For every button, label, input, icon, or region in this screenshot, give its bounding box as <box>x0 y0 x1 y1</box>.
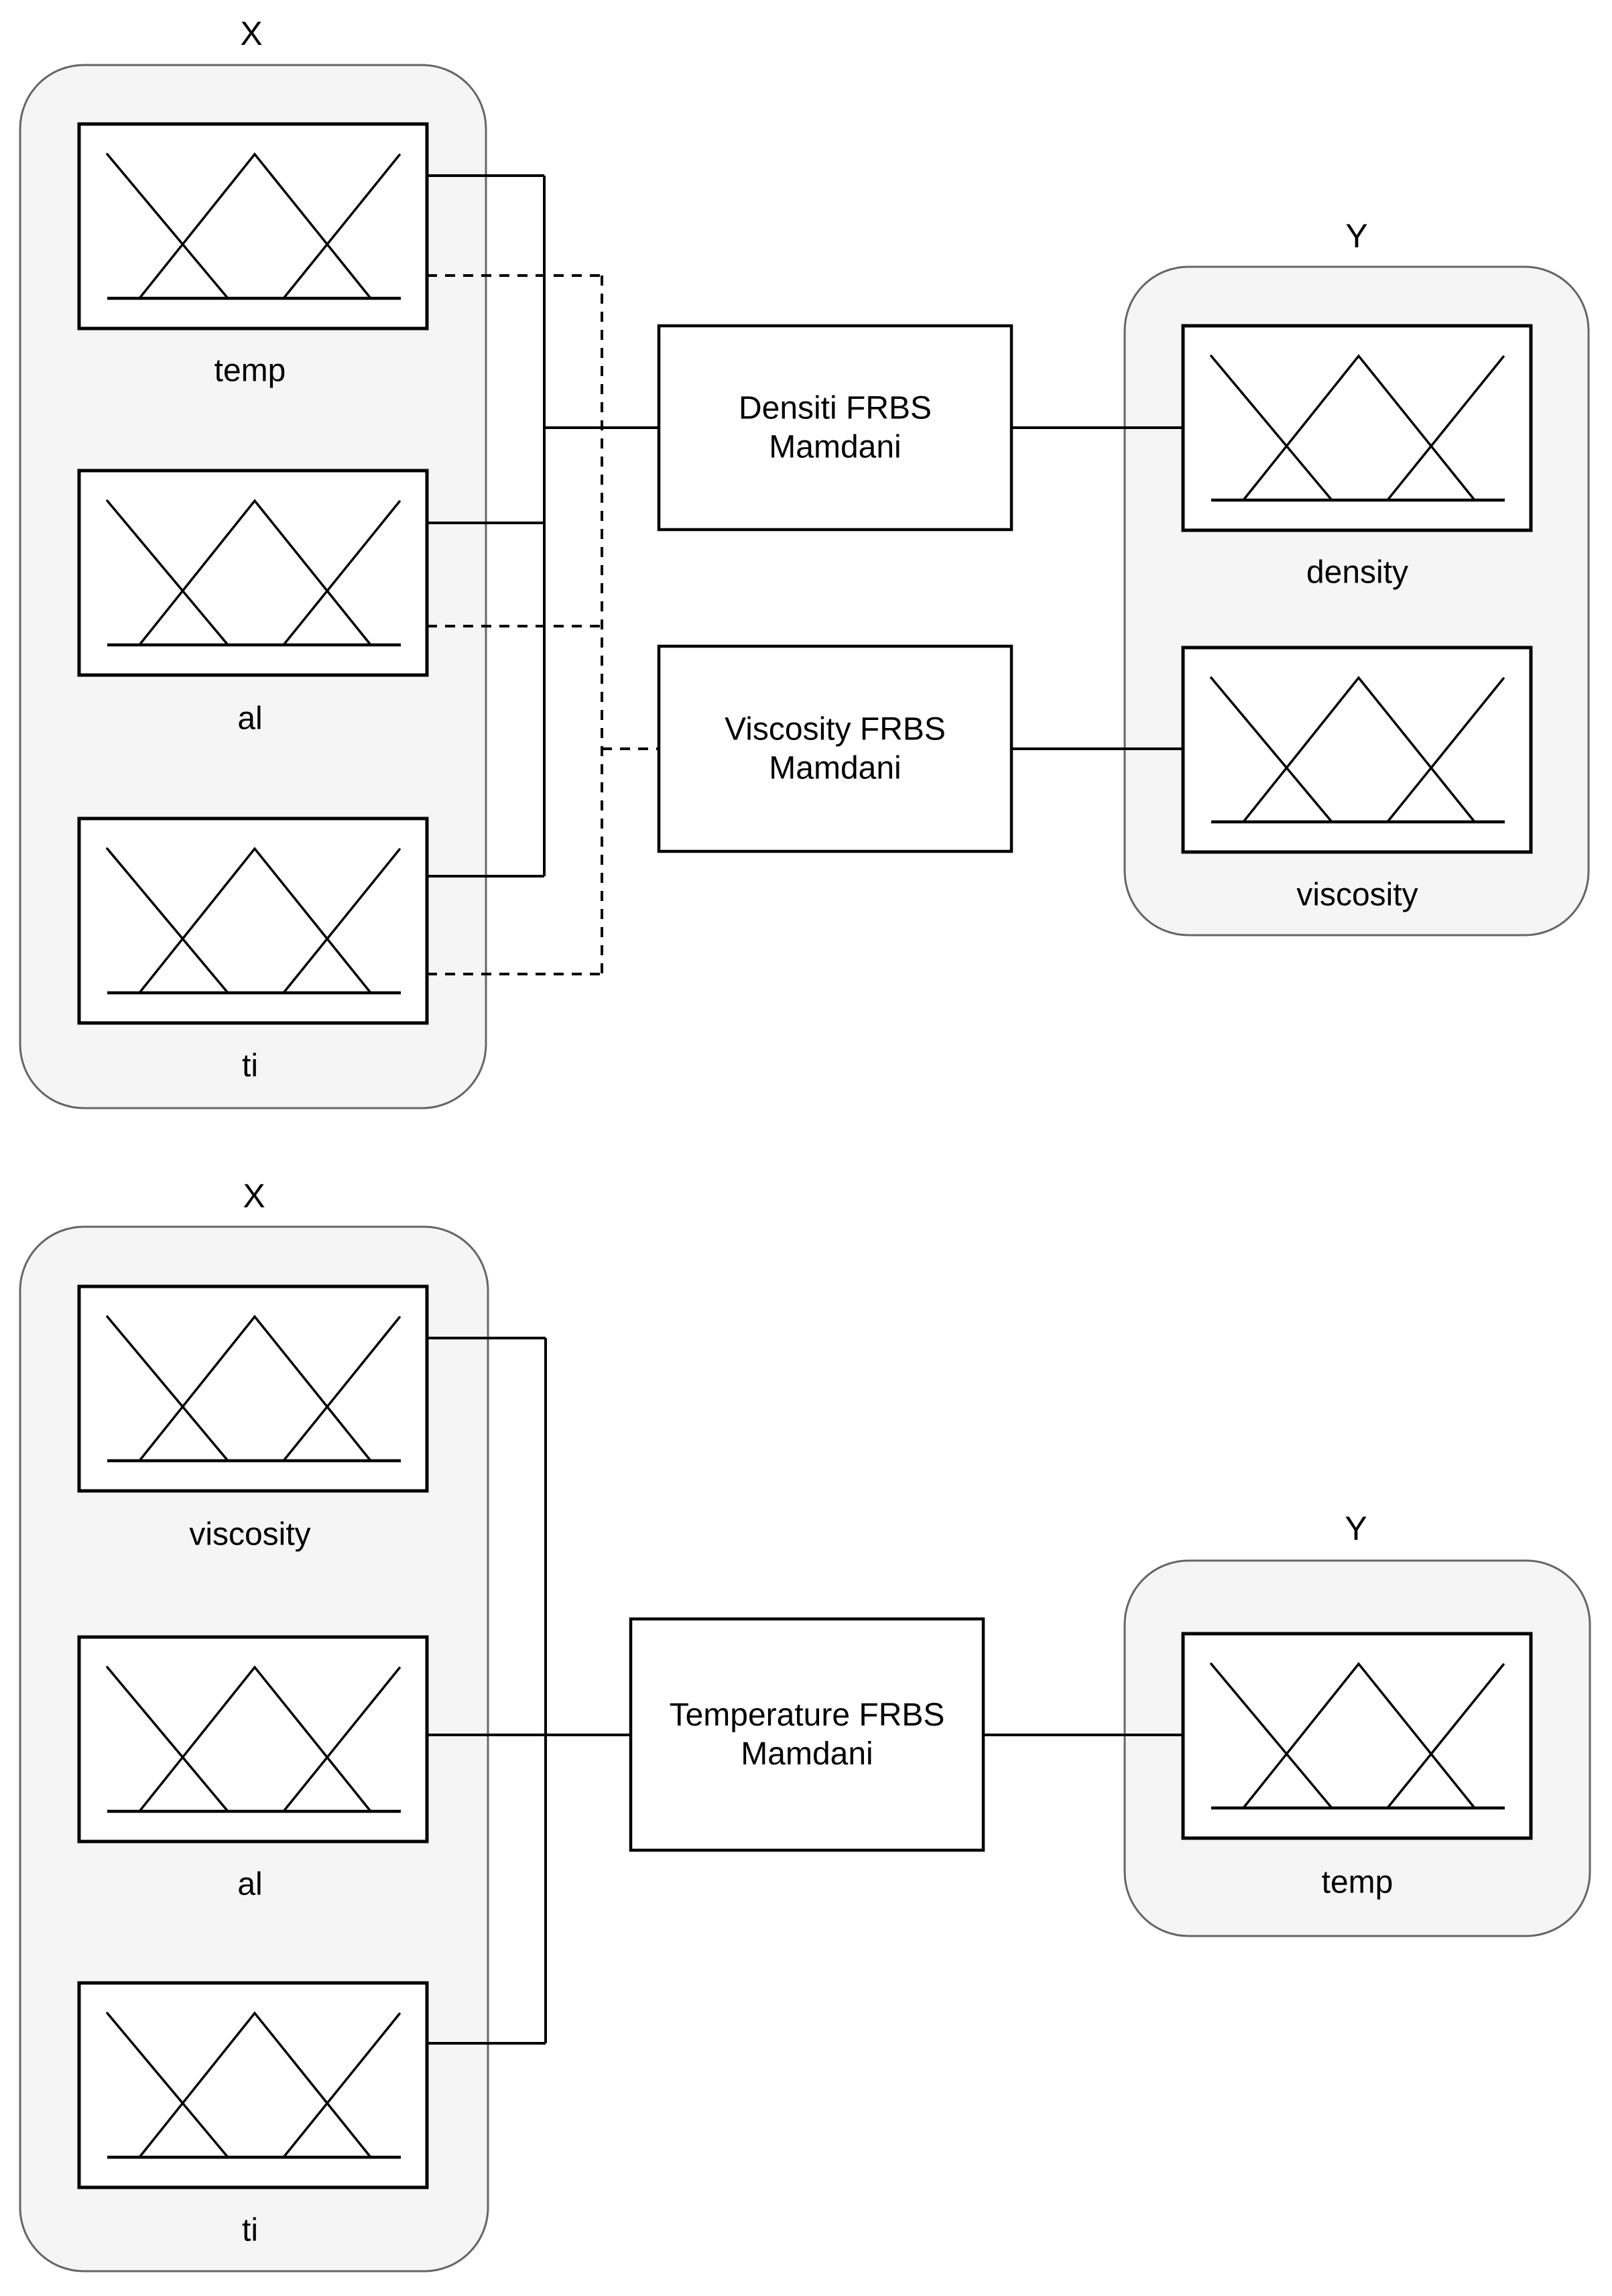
mf-node-label-inverse-model-in-ti: ti <box>242 2213 258 2248</box>
membership-function-plot <box>106 499 401 647</box>
process-node-viscosity-frbs: Viscosity FRBS Mamdani <box>657 644 1013 853</box>
group-label-inverse-model-x: X <box>243 1177 265 1215</box>
membership-function-plot <box>1210 676 1505 824</box>
membership-function-plot <box>106 847 401 995</box>
mf-node-inverse-model-in-al: al <box>77 1635 429 1902</box>
mf-node-inverse-model-out-temp: temp <box>1181 1632 1533 1900</box>
membership-function-plot <box>1210 354 1505 502</box>
membership-function-plot <box>106 2011 401 2159</box>
mf-node-label-inverse-model-out-temp: temp <box>1322 1865 1393 1900</box>
group-label-inverse-model-y: Y <box>1345 1510 1367 1547</box>
process-node-box-viscosity-frbs <box>657 644 1013 853</box>
mf-node-label-forward-model-out-density: density <box>1306 555 1408 591</box>
process-node-densiti-frbs: Densiti FRBS Mamdani <box>657 324 1013 532</box>
process-node-label-densiti-frbs-line1: Densiti FRBS <box>739 391 932 426</box>
membership-function-plot <box>106 1315 401 1463</box>
mf-node-inverse-model-in-ti: ti <box>77 1981 429 2248</box>
mf-node-forward-model-out-density: density <box>1181 324 1533 591</box>
process-node-label-temperature-frbs-line1: Temperature FRBS <box>670 1697 945 1733</box>
mf-node-label-forward-model-in-temp: temp <box>214 353 286 389</box>
mf-node-label-inverse-model-in-viscosity: viscosity <box>189 1517 310 1553</box>
mf-node-forward-model-in-temp: temp <box>77 122 429 389</box>
process-node-label-temperature-frbs-line2: Mamdani <box>741 1736 873 1772</box>
membership-function-plot <box>106 152 401 300</box>
membership-function-plot <box>106 1665 401 1813</box>
process-node-label-viscosity-frbs-line2: Mamdani <box>769 751 901 786</box>
mf-node-inverse-model-in-viscosity: viscosity <box>77 1284 429 1553</box>
mf-node-forward-model-out-viscosity: viscosity <box>1181 646 1533 913</box>
membership-function-plot <box>1210 1662 1505 1810</box>
mf-node-label-forward-model-in-ti: ti <box>242 1048 258 1084</box>
mf-node-forward-model-in-al: al <box>77 469 429 737</box>
mf-node-label-forward-model-in-al: al <box>237 701 262 737</box>
process-node-label-viscosity-frbs-line1: Viscosity FRBS <box>725 712 946 747</box>
process-node-label-densiti-frbs-line2: Mamdani <box>769 430 901 465</box>
mf-node-label-inverse-model-in-al: al <box>237 1867 262 1902</box>
process-node-box-densiti-frbs <box>657 324 1013 532</box>
mf-node-label-forward-model-out-viscosity: viscosity <box>1296 878 1418 913</box>
group-label-forward-model-x: X <box>240 15 262 52</box>
process-node-box-temperature-frbs <box>629 1617 985 1852</box>
group-label-forward-model-y: Y <box>1345 217 1367 255</box>
mf-node-forward-model-in-ti: ti <box>77 817 429 1084</box>
